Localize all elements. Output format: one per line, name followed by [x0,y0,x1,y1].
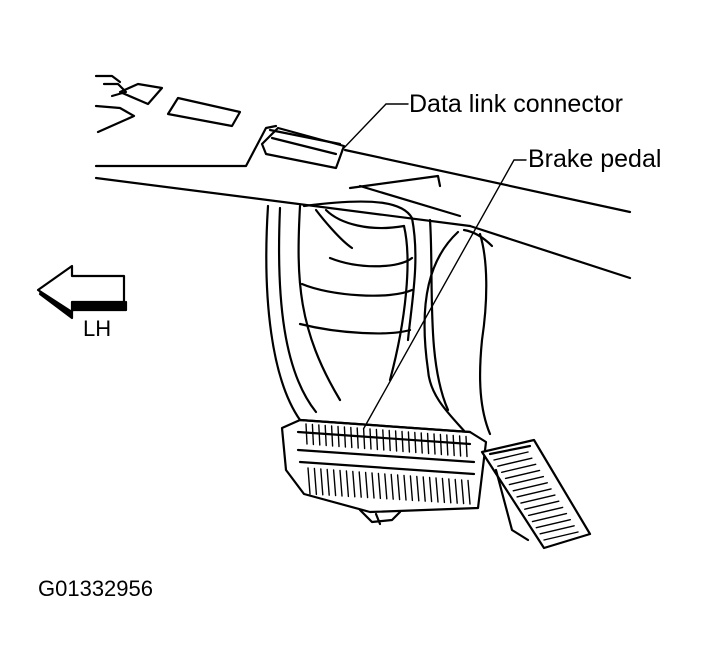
dashboard-panel [94,74,632,280]
pedal-bracket [265,200,494,442]
data-link-connector-label: Data link connector [409,90,624,118]
figure-code: G01332956 [38,576,153,601]
data-link-connector [260,126,346,170]
brake-pedal-label: Brake pedal [528,145,662,173]
brake-pedal-pad [280,418,488,526]
lh-arrow-icon [36,264,128,320]
lh-label: LH [83,316,112,341]
accelerator-pedal [480,438,592,550]
leader-lines [341,103,527,429]
